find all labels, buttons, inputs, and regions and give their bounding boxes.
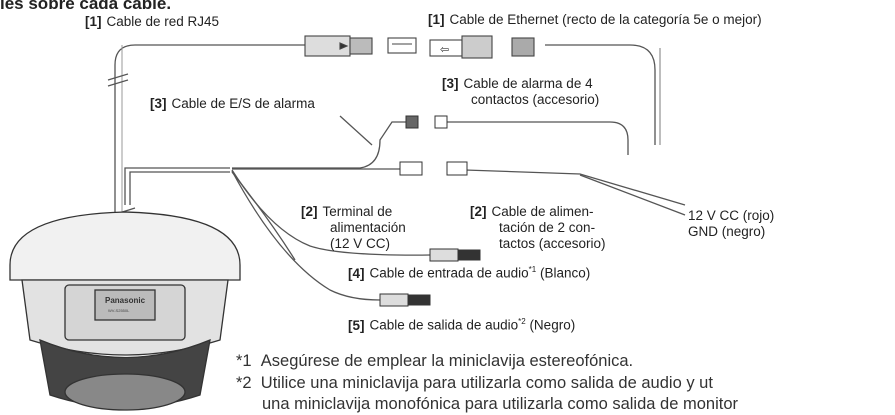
rj45-connector bbox=[304, 35, 417, 57]
alarm-io-cable bbox=[232, 121, 408, 169]
power-cable bbox=[464, 169, 686, 206]
alarm-io-connector bbox=[405, 115, 419, 129]
audio-out-cable bbox=[231, 170, 381, 301]
ethernet-cable bbox=[545, 44, 656, 145]
label-alarm4: [3]Cable de alarma de 4 contactos (acces… bbox=[442, 76, 600, 107]
label-power-terminal: [2]Terminal de alimentación (12 V CC) bbox=[301, 204, 406, 251]
ethernet-connector: ⇦ bbox=[429, 35, 535, 59]
audio-out-connector bbox=[379, 293, 431, 307]
power-terminal bbox=[399, 161, 423, 176]
audio-in-connector bbox=[429, 248, 481, 262]
camera-model: WV-S2550L bbox=[108, 308, 130, 313]
power-cable-plug bbox=[446, 161, 468, 176]
label-audio-out: [5]Cable de salida de audio*2 (Negro) bbox=[348, 317, 576, 333]
dome-camera bbox=[9, 211, 241, 411]
svg-text:⇦: ⇦ bbox=[440, 44, 449, 56]
label-audio-in: [4]Cable de entrada de audio*1 (Blanco) bbox=[348, 265, 591, 281]
label-red: 12 V CC (rojo) bbox=[688, 208, 775, 223]
note-2: *2 Utilice una miniclavija para utilizar… bbox=[236, 374, 713, 392]
label-rj45: [1]Cable de red RJ45 bbox=[85, 14, 220, 29]
camera-brand: Panasonic bbox=[105, 296, 146, 305]
alarm4-connector bbox=[434, 115, 448, 129]
page-title: les sobre cada cable. bbox=[0, 0, 172, 13]
main-cable-bundle bbox=[124, 167, 230, 205]
label-power-cable: [2]Cable de alimen- tación de 2 con- tac… bbox=[470, 204, 606, 251]
note-3: una miniclavija monofónica para utilizar… bbox=[262, 395, 738, 413]
label-alarm-io: [3]Cable de E/S de alarma bbox=[150, 96, 315, 111]
note-1: *1 Asegúrese de emplear la miniclavija e… bbox=[236, 352, 634, 370]
alarm4-cable bbox=[445, 121, 629, 155]
label-gnd: GND (negro) bbox=[688, 224, 766, 239]
label-ethernet: [1]Cable de Ethernet (recto de la catego… bbox=[428, 12, 762, 27]
rj45-cable bbox=[114, 44, 305, 290]
